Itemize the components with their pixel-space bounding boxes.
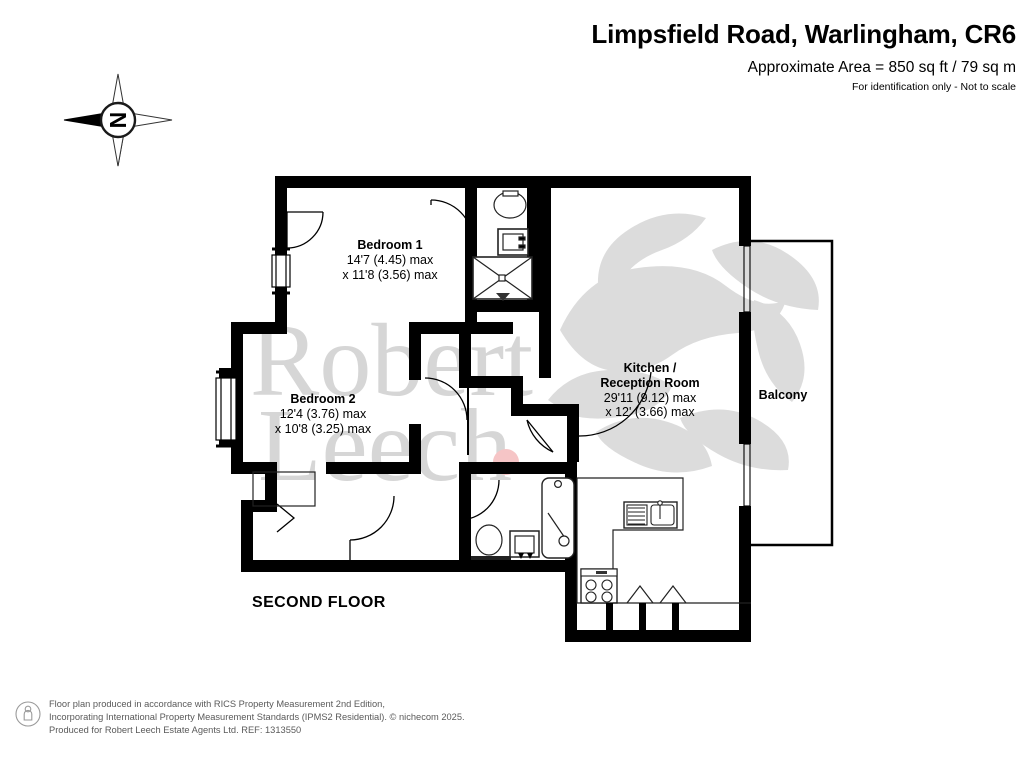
- door-swing-hall-top: [430, 199, 474, 243]
- watermark-botanical-motif: [548, 213, 819, 473]
- plan-header: Limpsfield Road, Warlingham, CR6 Approxi…: [456, 20, 1016, 93]
- footer-legal-text: Floor plan produced in accordance with R…: [49, 698, 465, 738]
- room-dim-bedroom-1-secondary: x 11'8 (3.56) max: [342, 267, 438, 282]
- footer-line-1: Floor plan produced in accordance with R…: [49, 699, 385, 709]
- balcony-door-threshold: [743, 245, 751, 507]
- kitchen-fixtures: [576, 477, 751, 630]
- bathtub-icon: [541, 477, 575, 559]
- compass-rose-icon: N: [63, 73, 173, 167]
- room-dim-bedroom-2-secondary: x 10'8 (3.25) max: [274, 421, 372, 436]
- room-label-kitchen-reception: Kitchen / Reception Room 29'11 (9.12) ma…: [565, 361, 735, 420]
- room-name-kitchen-line2: Reception Room: [600, 375, 700, 390]
- door-leaf-reception: [526, 419, 554, 453]
- hall-cupboard: [252, 471, 316, 507]
- compass-north-label: N: [105, 112, 131, 129]
- page-title: Limpsfield Road, Warlingham, CR6: [591, 19, 1016, 49]
- room-name-bedroom-2: Bedroom 2: [290, 392, 356, 406]
- bathroom-fixtures: [471, 477, 575, 560]
- footer: Floor plan produced in accordance with R…: [14, 698, 465, 738]
- disclaimer-text: For identification only - Not to scale: [852, 80, 1016, 93]
- floor-level-label: SECOND FLOOR: [252, 594, 386, 611]
- room-name-kitchen-line1: Kitchen /: [623, 361, 677, 375]
- room-label-bedroom-1: Bedroom 1 14'7 (4.45) max x 11'8 (3.56) …: [302, 238, 478, 282]
- room-dim-bedroom-2-primary: 12'4 (3.76) max: [279, 406, 367, 421]
- room-label-bedroom-2: Bedroom 2 12'4 (3.76) max x 10'8 (3.25) …: [235, 392, 411, 436]
- room-dim-kitchen-primary: 29'11 (9.12) max: [603, 390, 697, 405]
- balcony-outline: [751, 239, 834, 547]
- door-swing-bedroom1: [286, 211, 324, 249]
- window-group: [215, 254, 291, 441]
- room-dim-kitchen-secondary: x 12' (3.66) max: [605, 405, 695, 420]
- wc-fixtures: [472, 190, 533, 301]
- window-reveal-marks: [216, 247, 290, 448]
- room-name-balcony: Balcony: [758, 388, 808, 402]
- compass-rose: N: [62, 72, 174, 168]
- footer-line-3: Produced for Robert Leech Estate Agents …: [49, 725, 302, 736]
- room-dim-bedroom-1-primary: 14'7 (4.45) max: [346, 252, 434, 267]
- kitchen-worktop: [576, 477, 684, 604]
- door-swing-bedroom2: [424, 377, 468, 421]
- room-label-balcony: Balcony: [735, 388, 831, 403]
- door-swing-bathroom: [458, 479, 500, 521]
- approximate-area-text: Approximate Area = 850 sq ft / 79 sq m: [747, 58, 1016, 76]
- person-in-circle-icon: [15, 701, 41, 727]
- door-swing-group: [276, 199, 652, 572]
- toilet-icon-bath: [475, 524, 503, 556]
- door-swing-reception: [578, 371, 652, 437]
- room-name-bedroom-1: Bedroom 1: [357, 238, 423, 252]
- door-swing-cupboard: [276, 503, 296, 533]
- footer-line-2: Incorporating International Property Mea…: [49, 712, 465, 723]
- door-swing-hall-left: [349, 495, 395, 541]
